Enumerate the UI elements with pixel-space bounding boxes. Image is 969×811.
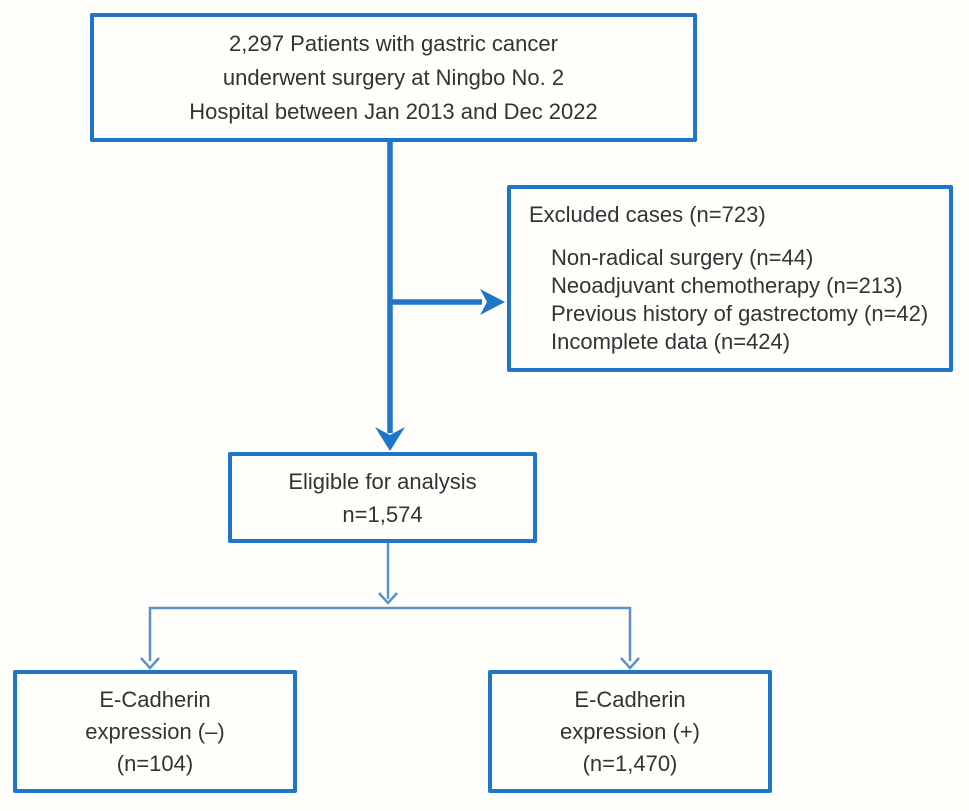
ecadherin-positive-line-3: (n=1,470) [582,750,678,776]
excluded-item-1: Non-radical surgery (n=44) [551,245,814,270]
eligible-line-2: n=1,574 [342,501,423,527]
ecadherin-negative-line-1: E-Cadherin [99,686,211,712]
ecadherin-negative-line-3: (n=104) [116,750,194,776]
eligible-box: Eligible for analysis n=1,574 [228,452,537,543]
edge-negative-arrowhead-icon [140,657,160,670]
excluded-heading: Excluded cases (n=723) [529,202,766,227]
excluded-items: Non-radical surgery (n=44) Neoadjuvant c… [529,244,945,356]
excluded-item-4: Incomplete data (n=424) [551,329,791,354]
edge-enrollment-to-eligible-arrowhead-icon [375,427,405,451]
edge-positive-arrowhead-icon [620,657,640,670]
enrollment-line-2: underwent surgery at Ningbo No. 2 [222,64,565,90]
ecadherin-positive-box: E-Cadherin expression (+) (n=1,470) [488,670,772,793]
excluded-box: Excluded cases (n=723) Non-radical surge… [507,185,953,372]
eligible-line-1: Eligible for analysis [288,468,477,494]
enrollment-box: 2,297 Patients with gastric cancer under… [90,13,697,142]
edge-split-rail-line [148,606,632,661]
edge-enrollment-to-excluded-arrowhead-icon [480,289,505,315]
ecadherin-negative-line-2: expression (–) [85,718,225,744]
enrollment-line-1: 2,297 Patients with gastric cancer [229,30,558,56]
edge-eligible-stem-arrowhead-icon [378,592,398,605]
enrollment-line-3: Hospital between Jan 2013 and Dec 2022 [189,98,598,124]
excluded-item-2: Neoadjuvant chemotherapy (n=213) [551,273,903,298]
ecadherin-negative-box: E-Cadherin expression (–) (n=104) [13,670,297,793]
excluded-item-3: Previous history of gastrectomy (n=42) [551,301,929,326]
ecadherin-positive-line-1: E-Cadherin [574,686,686,712]
ecadherin-positive-line-2: expression (+) [559,718,700,744]
